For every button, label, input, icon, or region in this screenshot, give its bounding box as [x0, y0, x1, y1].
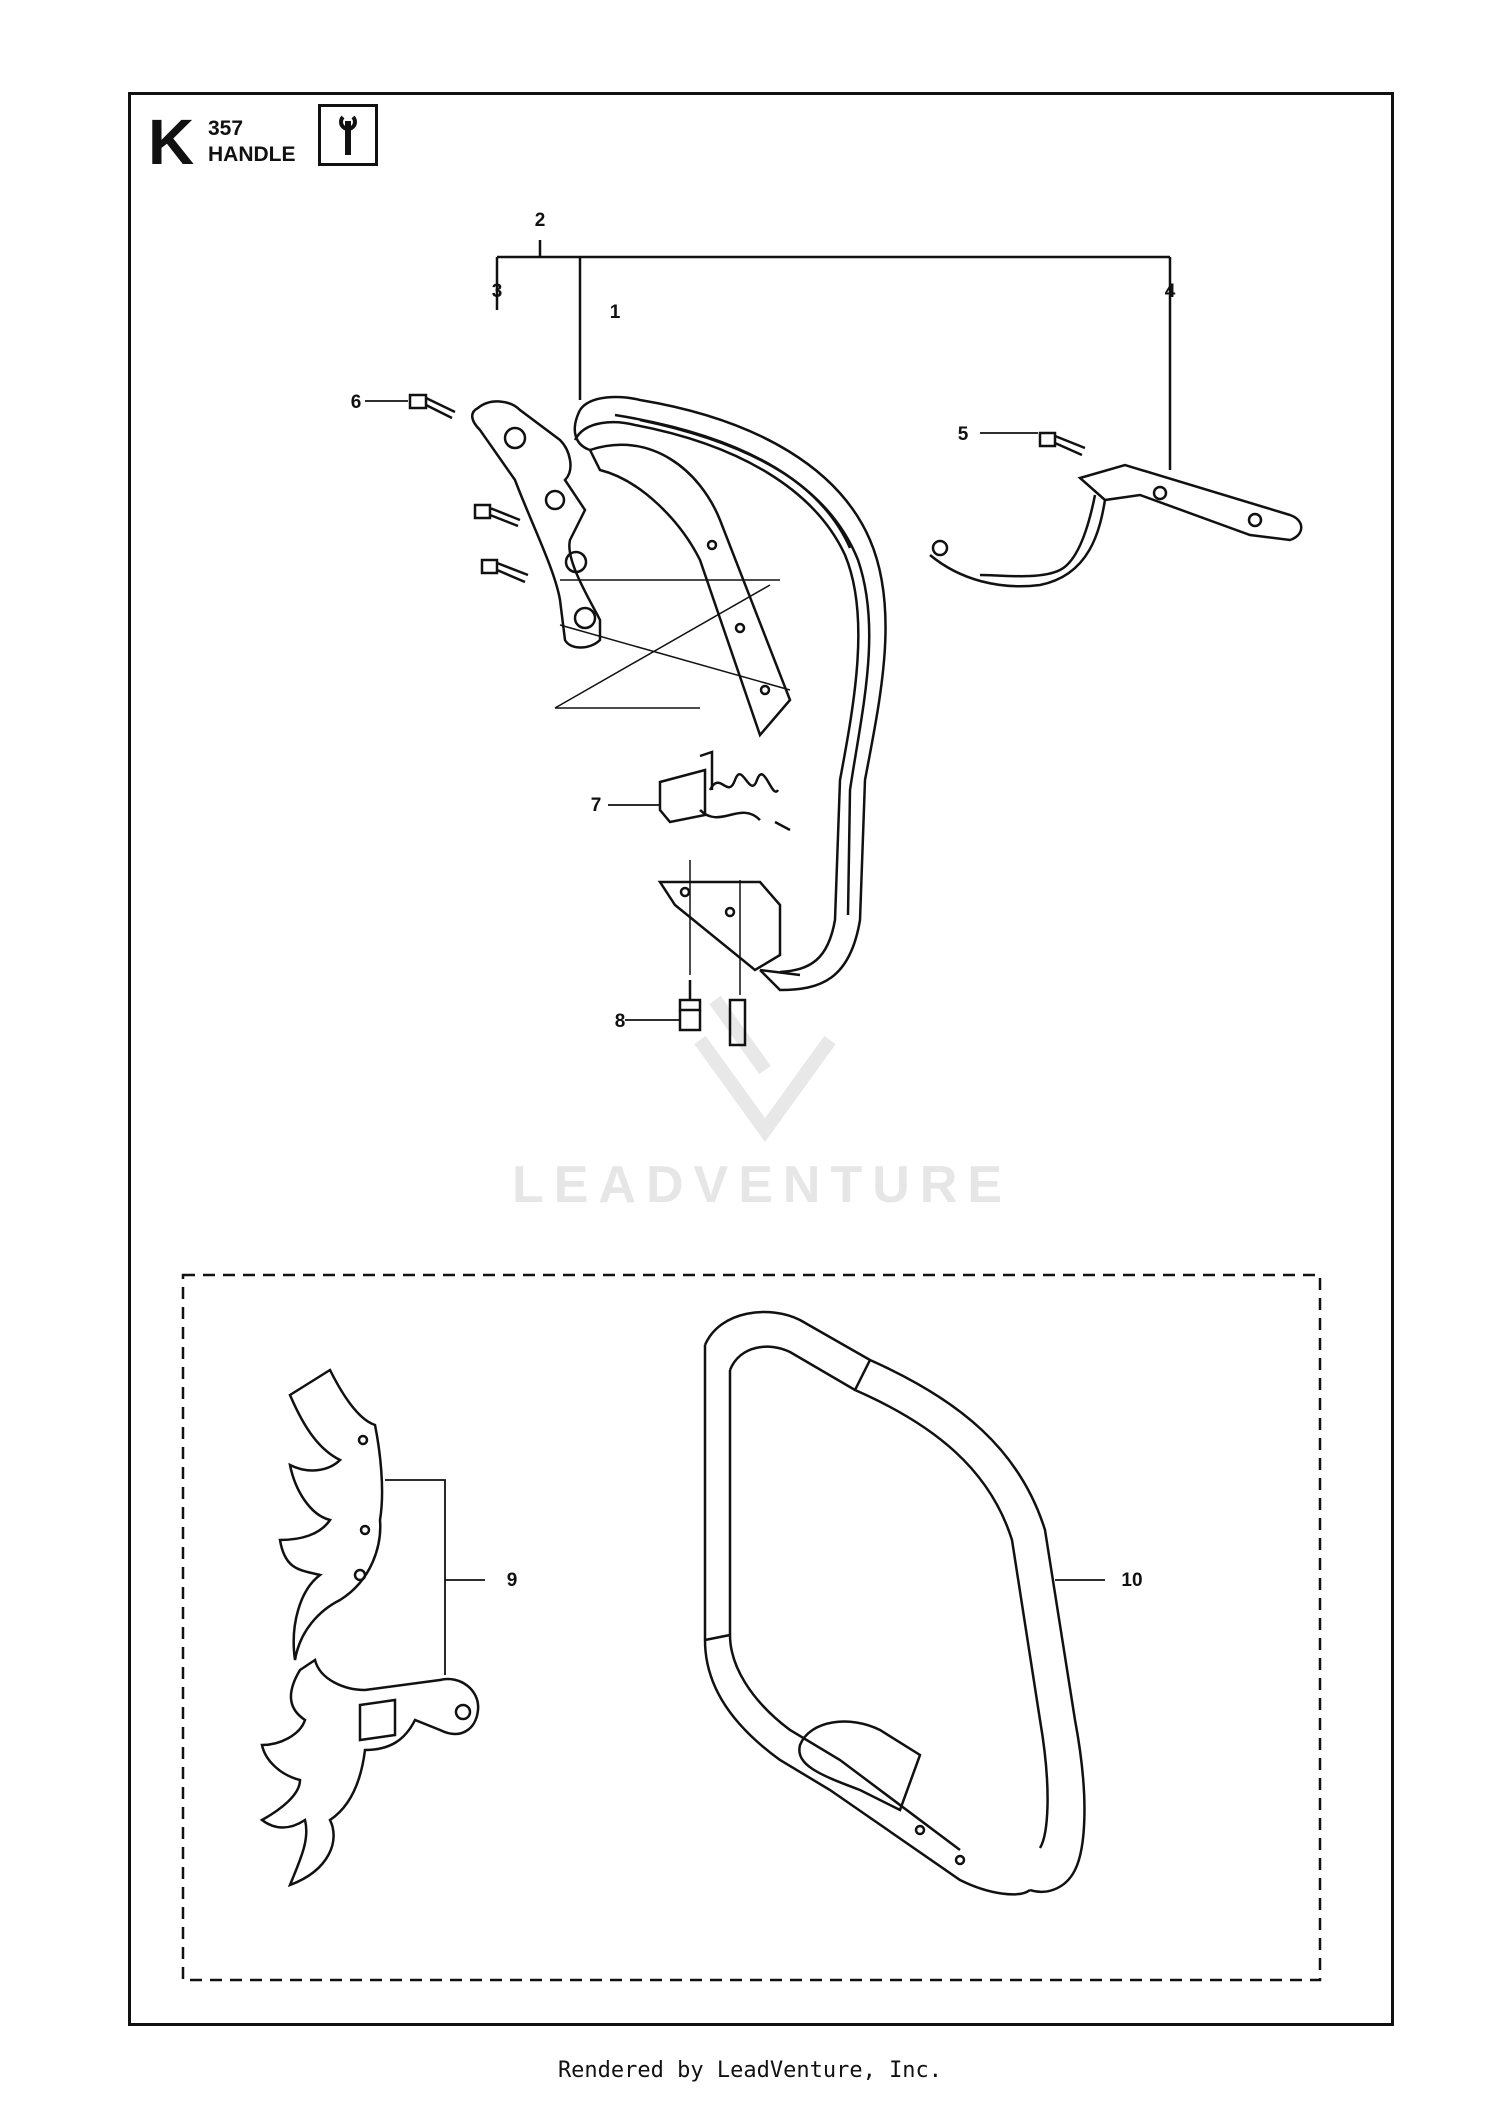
section-title: HANDLE: [208, 143, 296, 166]
spring-7: [608, 750, 791, 832]
handle-bracket: [471, 400, 602, 649]
callout-5: 5: [958, 424, 969, 445]
kit-box: [181, 1273, 1322, 1982]
callout-4: 4: [1165, 281, 1176, 302]
bolt: [473, 503, 521, 528]
bolts-8: [625, 860, 747, 1047]
kit-parts: [259, 1310, 1105, 1896]
throttle-plate-4: [929, 463, 1303, 588]
callout-2: 2: [535, 210, 546, 231]
wrap-handle-10: [703, 1310, 1105, 1896]
model-number: 357: [208, 117, 244, 140]
callout-3: 3: [492, 281, 503, 302]
bolt-5: [980, 431, 1086, 457]
spike-bumper-9a: [278, 1368, 384, 1661]
footer-credit: Rendered by LeadVenture, Inc.: [557, 2058, 943, 2083]
callout-8: 8: [615, 1011, 626, 1032]
bolt: [480, 558, 529, 584]
upper-assembly: [365, 240, 1303, 1047]
bolt-6: [365, 393, 456, 420]
callout-9: 9: [507, 1570, 518, 1591]
front-handle: [573, 395, 887, 992]
section-letter: K: [148, 106, 195, 178]
callout-10: 10: [1121, 1570, 1142, 1591]
callout-6: 6: [351, 392, 362, 413]
callout-1: 1: [610, 302, 621, 323]
diagram-frame: [128, 92, 1394, 2026]
callout-7: 7: [591, 795, 602, 816]
tool-box: [318, 104, 378, 166]
watermark-text: LEADVENTURE: [512, 1156, 1012, 1214]
watermark-logo: [694, 995, 836, 1142]
spike-bumper-9b: [259, 1657, 480, 1888]
wrench-icon: [339, 115, 357, 155]
